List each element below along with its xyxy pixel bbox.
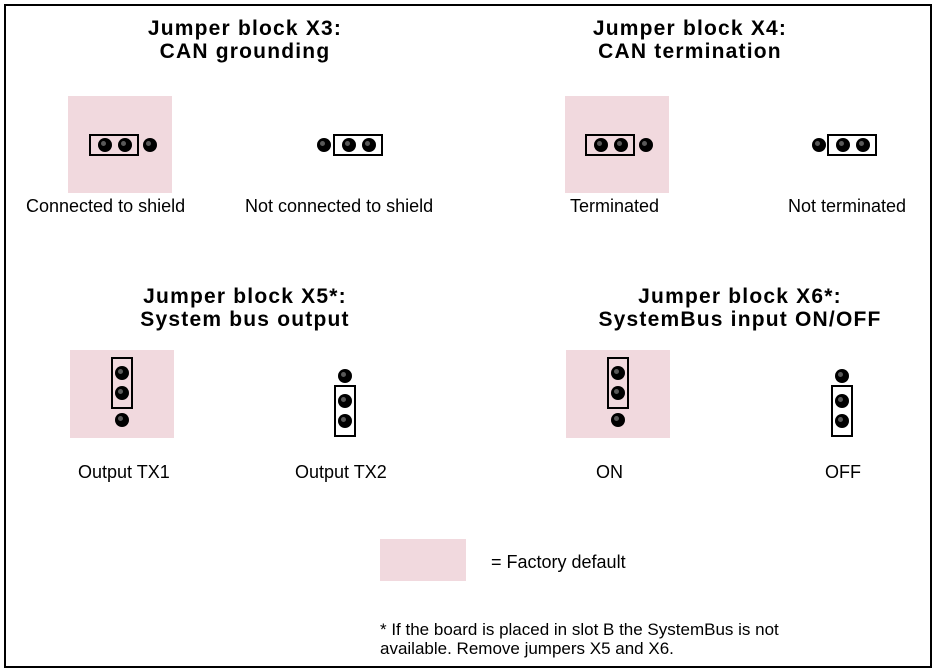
x4-title-line2: CAN termination (598, 40, 782, 63)
x3-jumper-not-connected (333, 134, 383, 156)
x5-pin-2 (115, 386, 129, 400)
x5-jumper-tx2 (334, 385, 356, 437)
x6-alt-pin-3 (835, 414, 849, 428)
x5-title: Jumper block X5*: System bus output (105, 285, 385, 331)
footnote-line-1: * If the board is placed in slot B the S… (380, 620, 779, 639)
x5-alt-pin-3 (338, 414, 352, 428)
x4-title-line1: Jumper block X4: (592, 17, 788, 40)
x6-jumper-on (607, 357, 629, 409)
x3-jumper-connected (89, 134, 139, 156)
x5-pin-3 (115, 413, 129, 427)
x6-alt-pin-1 (835, 369, 849, 383)
x4-jumper-terminated (585, 134, 635, 156)
x5-option-default-label: Output TX1 (78, 462, 170, 482)
x5-alt-pin-2 (338, 394, 352, 408)
footnote-line-2: available. Remove jumpers X5 and X6. (380, 639, 674, 658)
x4-pin-3 (639, 138, 653, 152)
x6-option-other-label: OFF (825, 462, 861, 482)
x5-alt-pin-1 (338, 369, 352, 383)
x4-pin-1 (594, 138, 608, 152)
x4-jumper-not-terminated (827, 134, 877, 156)
x4-alt-pin-3 (856, 138, 870, 152)
x6-alt-pin-2 (835, 394, 849, 408)
x3-title: Jumper block X3: CAN grounding (120, 17, 370, 63)
x4-option-default-label: Terminated (570, 196, 660, 216)
x4-alt-pin-1 (812, 138, 826, 152)
x6-title-line2: SystemBus input ON/OFF (598, 308, 882, 331)
x5-option-other-label: Output TX2 (295, 462, 387, 482)
x3-title-line1: Jumper block X3: (147, 17, 343, 40)
x4-title: Jumper block X4: CAN termination (565, 17, 815, 63)
x4-pin-2 (614, 138, 628, 152)
x3-pin-1 (98, 138, 112, 152)
x3-alt-pin-3 (362, 138, 376, 152)
x4-option-other-label: Not terminated (788, 196, 907, 216)
legend-label: = Factory default (491, 552, 626, 572)
x3-option-default-label: Connected to shield (26, 196, 186, 216)
x6-option-default-label: ON (596, 462, 623, 482)
x3-pin-3 (143, 138, 157, 152)
x5-title-line2: System bus output (140, 308, 350, 331)
x6-jumper-off (831, 385, 853, 437)
x3-alt-pin-1 (317, 138, 331, 152)
x6-title-line1: Jumper block X6*: (638, 285, 842, 308)
x5-pin-1 (115, 366, 129, 380)
x3-pin-2 (118, 138, 132, 152)
x5-jumper-tx1 (111, 357, 133, 409)
x3-alt-pin-2 (342, 138, 356, 152)
x4-alt-pin-2 (836, 138, 850, 152)
x5-title-line1: Jumper block X5*: (143, 285, 347, 308)
x6-pin-1 (611, 366, 625, 380)
x3-option-other-label: Not connected to shield (245, 196, 434, 216)
x6-pin-3 (611, 413, 625, 427)
x6-title: Jumper block X6*: SystemBus input ON/OFF (575, 285, 905, 331)
legend-swatch (380, 539, 466, 581)
x6-pin-2 (611, 386, 625, 400)
x3-title-line2: CAN grounding (159, 40, 331, 63)
